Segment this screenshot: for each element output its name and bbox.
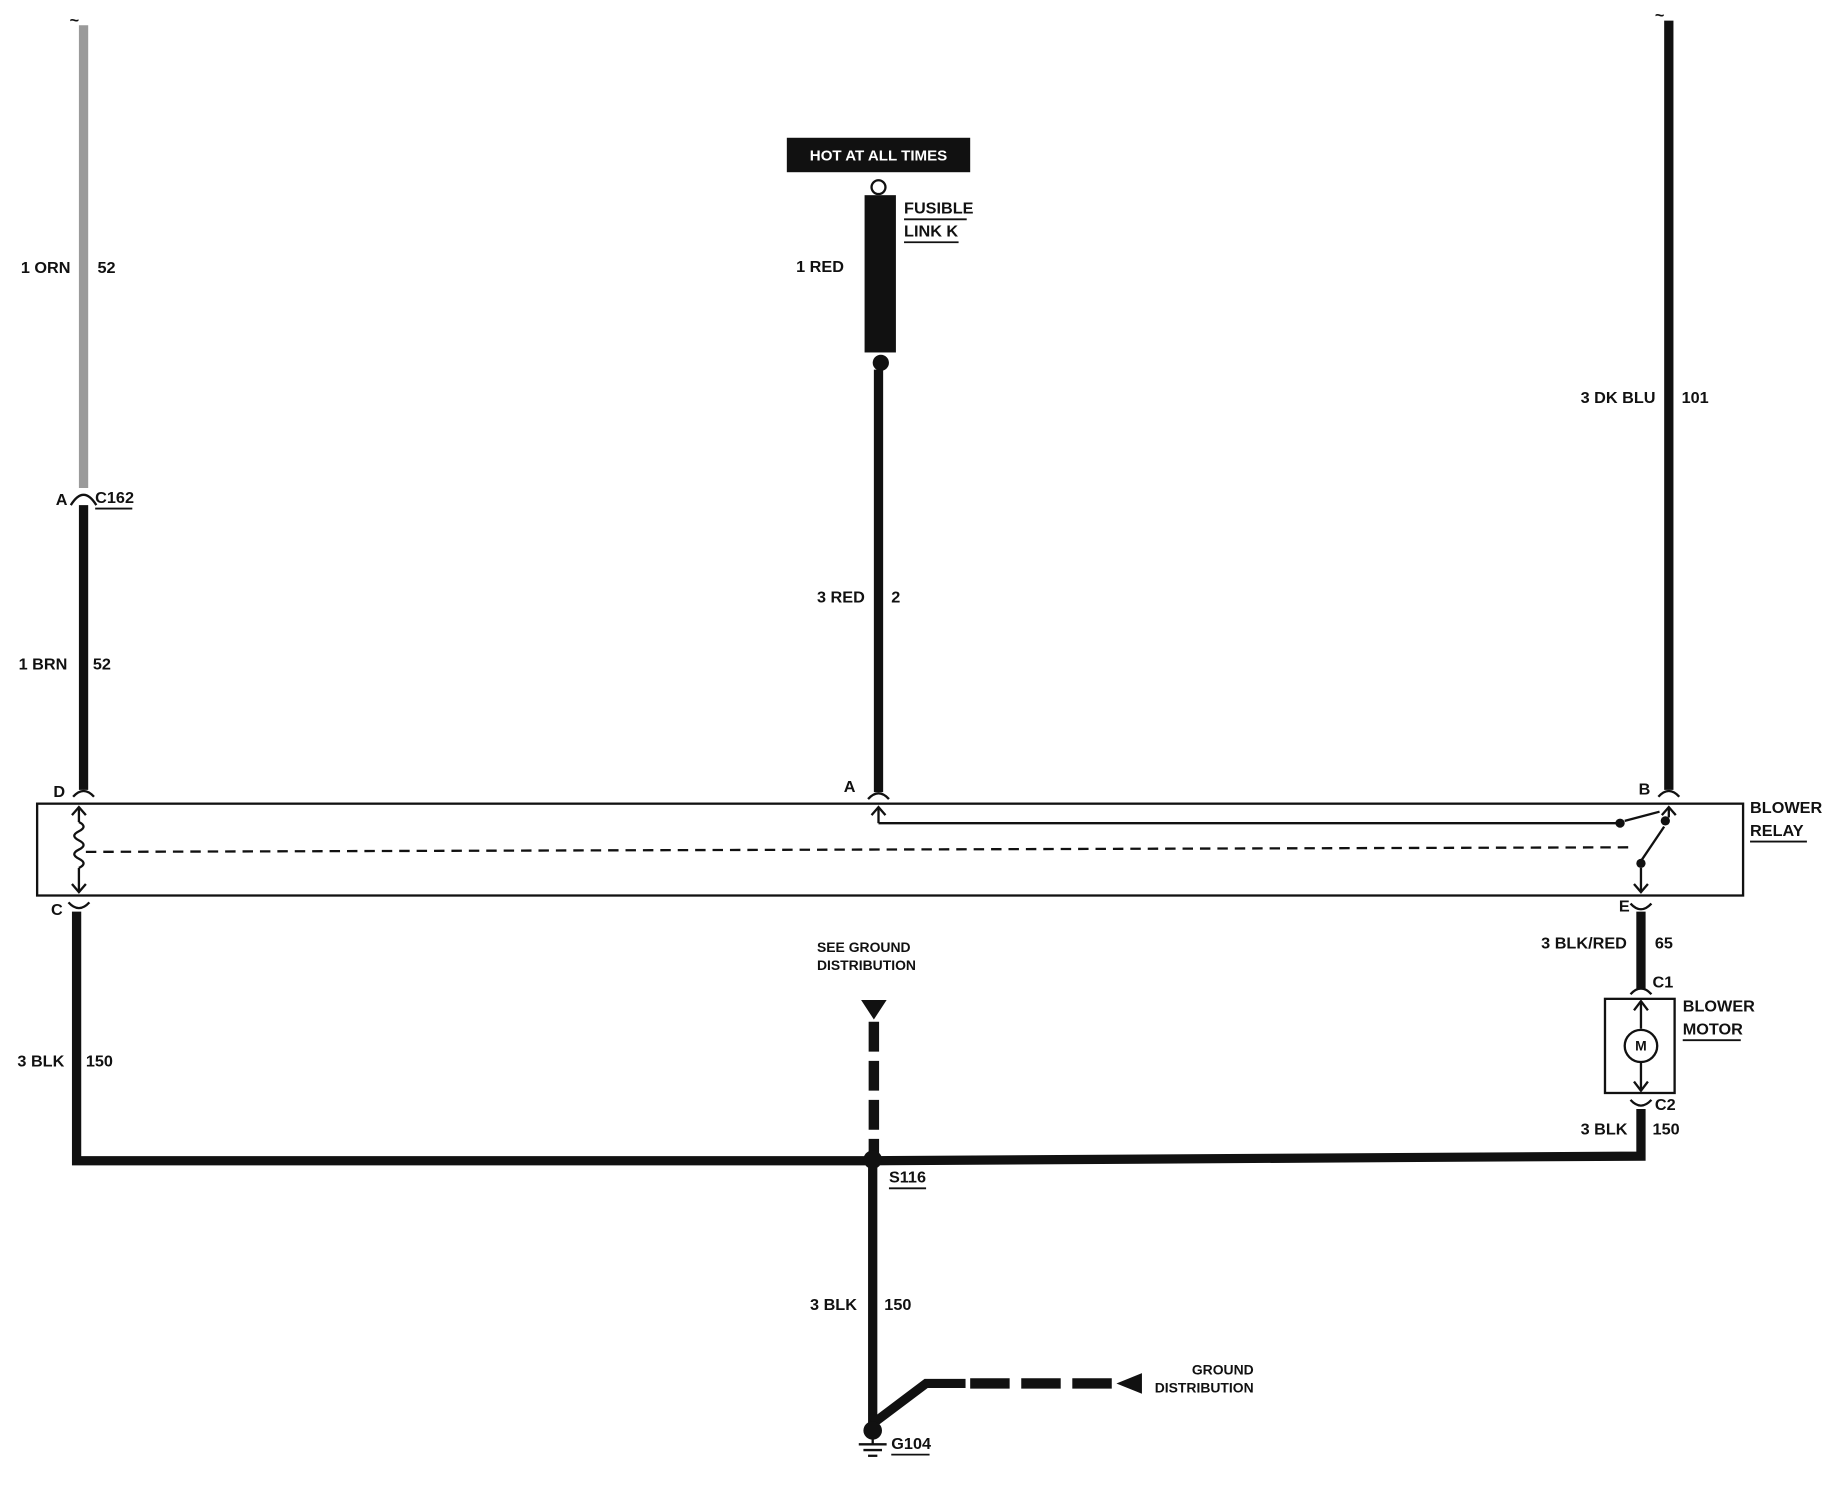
switched-branch: ~ 3 DK BLU 101 B <box>1581 7 1709 799</box>
relay-name-line2: RELAY <box>1750 822 1804 840</box>
relay-pin-b-symbol <box>1657 789 1681 798</box>
hot-at-all-times-box <box>786 137 971 173</box>
blower-relay: BLOWER RELAY <box>35 799 1822 897</box>
wire-brn-gauge: 1 BRN <box>19 655 68 673</box>
wire-blk-red-gauge: 3 BLK/RED <box>1541 934 1627 952</box>
wire-blk-right-gauge: 3 BLK <box>1581 1120 1628 1138</box>
splice-s116-label: S116 <box>889 1169 926 1187</box>
wire-1-red-gauge: 1 RED <box>796 258 844 276</box>
motor-c1-symbol <box>1629 987 1653 996</box>
splice-s116 <box>863 1150 882 1169</box>
ground-distribution-line2: DISTRIBUTION <box>1155 1380 1254 1396</box>
see-ground-line1: SEE GROUND <box>817 939 911 955</box>
motor-branch: E 3 BLK/RED 65 C1 M BLOWER MOTOR C2 3 BL… <box>872 898 1756 1166</box>
wire-3-blk-left <box>71 911 873 1166</box>
fusible-link-joint <box>872 354 889 371</box>
coil-arrow-top-icon <box>71 805 87 816</box>
fusible-link-line1: FUSIBLE <box>904 200 974 218</box>
motor-name-line1: BLOWER <box>1683 998 1756 1016</box>
relay-switch-arm <box>1639 825 1666 862</box>
feed-branch: HOT AT ALL TIMES FUSIBLE LINK K 1 RED 3 … <box>786 137 974 800</box>
relay-contact-b <box>1660 816 1670 826</box>
relay-pin-e-arrow-icon <box>1633 883 1649 894</box>
see-ground-line2: DISTRIBUTION <box>817 957 916 973</box>
connector-c162-symbol <box>69 493 98 506</box>
motor-arrow-top-icon <box>1633 999 1649 1012</box>
motor-c1-label: C1 <box>1653 973 1674 991</box>
coil-arrow-bottom-icon <box>71 883 87 894</box>
wire-3-red-gauge: 3 RED <box>817 589 865 607</box>
wire-3-blk-right <box>872 1109 1646 1166</box>
relay-pin-d-label: D <box>53 783 65 801</box>
wire-3-red-circuit: 2 <box>891 589 900 607</box>
relay-pin-b-arrow-icon <box>1660 805 1677 816</box>
relay-pin-e-label: E <box>1619 898 1630 916</box>
wire-blk-center-gauge: 3 BLK <box>810 1296 857 1314</box>
motor-arrow-bottom-icon <box>1633 1080 1649 1093</box>
ground-reference-arrow-icon <box>861 999 887 1020</box>
break-mark-left: ~ <box>70 11 79 29</box>
coil-ground-branch: C 3 BLK 150 <box>17 901 873 1166</box>
fusible-link-k <box>864 195 896 353</box>
wire-blk-center-circuit: 150 <box>884 1296 911 1314</box>
wire-brn-circuit: 52 <box>93 655 111 673</box>
motor-c2-label: C2 <box>1655 1096 1676 1114</box>
ground-distribution-link <box>869 1378 966 1428</box>
connector-c162-pin: A <box>56 491 68 509</box>
blower-motor-housing <box>1603 997 1676 1095</box>
battery-terminal <box>870 179 887 196</box>
wire-blk-right-circuit: 150 <box>1653 1120 1680 1138</box>
ground-distribution-line1: GROUND <box>1192 1361 1254 1377</box>
wire-blk-left-circuit: 150 <box>86 1053 113 1071</box>
wire-orn-gauge: 1 ORN <box>21 259 71 277</box>
relay-coil-icon <box>73 821 85 869</box>
ground-point-node <box>863 1421 882 1440</box>
relay-pin-c-label: C <box>51 901 63 919</box>
relay-pin-e-symbol <box>1629 902 1653 911</box>
wire-dk-blu-gauge: 3 DK BLU <box>1581 389 1656 407</box>
wire-blk-left-gauge: 3 BLK <box>17 1053 64 1071</box>
wire-blk-red-circuit: 65 <box>1655 934 1673 952</box>
relay-contact-fixed <box>1615 818 1625 828</box>
motor-c2-symbol <box>1629 1099 1653 1107</box>
wire-orn-circuit: 52 <box>97 259 115 277</box>
break-mark-right: ~ <box>1655 7 1664 25</box>
relay-pin-b-label: B <box>1639 781 1651 799</box>
left-branch: ~ 1 ORN 52 A C162 1 BRN 52 D <box>19 11 134 800</box>
relay-contact-e <box>1636 858 1646 868</box>
hot-at-all-times-label: HOT AT ALL TIMES <box>810 148 947 165</box>
motor-symbol-label: M <box>1635 1038 1647 1054</box>
relay-armature-link <box>85 846 1635 854</box>
ground-g104-label: G104 <box>891 1435 931 1453</box>
relay-housing <box>35 802 1745 897</box>
wire-dk-blu-circuit: 101 <box>1682 389 1709 407</box>
fusible-link-line2: LINK K <box>904 223 958 241</box>
relay-name-line1: BLOWER <box>1750 799 1822 817</box>
relay-pin-c-symbol <box>67 901 91 910</box>
ground-distribution: SEE GROUND DISTRIBUTION S116 3 BLK 150 G… <box>810 939 1254 1457</box>
ground-distribution-arrow-icon <box>1116 1373 1142 1394</box>
motor-name-line2: MOTOR <box>1683 1021 1743 1039</box>
relay-contact-open <box>1624 810 1660 822</box>
relay-pin-a-arrow-icon <box>870 805 887 816</box>
connector-c162-label: C162 <box>95 489 134 507</box>
relay-pin-a-symbol <box>867 792 890 800</box>
relay-pin-d-symbol <box>72 789 95 798</box>
relay-pin-a-label: A <box>844 778 856 796</box>
